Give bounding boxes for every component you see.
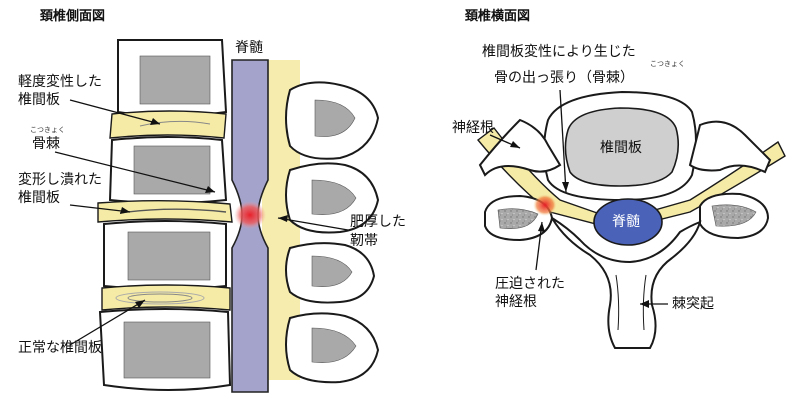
vertebral-body-3 <box>103 220 227 290</box>
spinal-cord-label: 脊髄 <box>235 40 263 56</box>
ligament-label-2: 靭帯 <box>350 233 378 249</box>
crushed-disc-label-2: 椎間板 <box>18 190 60 206</box>
lamina-2 <box>285 162 380 234</box>
arrow-spur <box>559 89 567 193</box>
vertebral-body-1 <box>117 39 228 117</box>
crushed-disc-label-1: 変形し潰れた <box>18 171 102 188</box>
side-view-title: 頚椎側面図 <box>39 8 105 24</box>
thickened-ligament <box>262 170 298 250</box>
lamina-4 <box>285 312 380 384</box>
nerve-root-label: 神経根 <box>452 120 494 136</box>
compressed-root-label-2: 神経根 <box>495 294 537 310</box>
arrow-ligament <box>277 217 349 231</box>
compression-highlight <box>234 201 266 229</box>
osteophyte-ruby: こつきょく <box>30 126 65 134</box>
lamina-3 <box>285 242 376 304</box>
posterior-arch <box>551 217 702 349</box>
osteophyte-label: 骨棘 <box>32 136 60 152</box>
spinal-cord-cross <box>593 198 663 246</box>
cross-view: 頚椎横面図 椎間板変性により生じた こつきょく 骨の出っ張り（骨棘） 神経根 椎… <box>452 8 786 349</box>
mild-disc-label-1: 軽度変性した <box>18 73 102 90</box>
spur-caption-2: 骨の出っ張り（骨棘） <box>494 70 634 86</box>
lamina-1 <box>285 81 380 160</box>
cross-view-title: 頚椎横面図 <box>464 8 530 24</box>
spinous-process-label: 棘突起 <box>672 296 714 312</box>
mild-disc-label-2: 椎間板 <box>18 92 60 108</box>
facet-right <box>699 192 770 240</box>
ligament-label-1: 肥厚した <box>350 214 406 230</box>
normal-disc <box>101 284 231 311</box>
transverse-process-right <box>688 120 772 174</box>
arrow-crushed-disc <box>69 204 131 213</box>
vertebral-body-4 <box>98 308 232 391</box>
arrow-normal-disc <box>69 299 146 346</box>
normal-disc-label: 正常な椎間板 <box>18 340 102 356</box>
spur-caption-1: 椎間板変性により生じた <box>482 43 636 60</box>
cord-label-cross: 脊髄 <box>612 214 640 230</box>
spur-ruby: こつきょく <box>650 60 685 68</box>
crushed-disc <box>97 200 233 223</box>
cross-disc <box>564 107 680 187</box>
compressed-root-label-1: 圧迫された <box>495 276 565 292</box>
arrow-mild-disc <box>69 99 161 125</box>
side-view: 頚椎側面図 脊髄 軽度変性した 椎間板 こつきょく 骨棘 変形し潰れた 椎間板 … <box>18 8 406 393</box>
root-compression-highlight <box>533 194 557 216</box>
disc-label-cross: 椎間板 <box>600 140 642 156</box>
arrow-osteophyte <box>54 151 216 193</box>
